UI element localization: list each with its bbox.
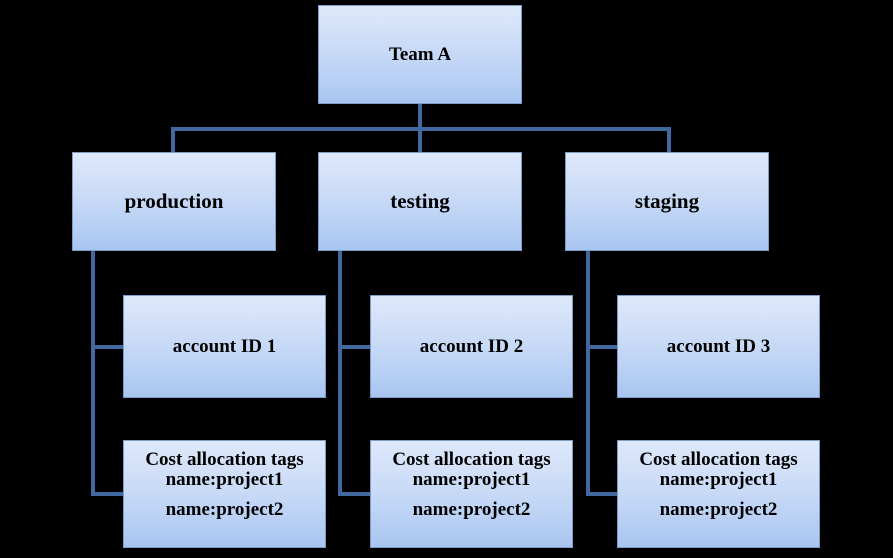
connector-spine-testing <box>338 249 342 496</box>
tags-1-heading: Cost allocation tags <box>145 449 304 470</box>
node-team-a[interactable]: Team A <box>318 5 522 104</box>
node-account-1[interactable]: account ID 1 <box>123 295 326 398</box>
tags-1-tag-1: name:project1 <box>165 469 284 490</box>
node-environment-staging[interactable]: staging <box>565 152 769 251</box>
tags-3-tag-2: name:project2 <box>659 499 778 520</box>
connector-spine-production <box>91 249 95 496</box>
tags-3-heading: Cost allocation tags <box>639 449 798 470</box>
node-account-3[interactable]: account ID 3 <box>617 295 820 398</box>
node-account-2-label: account ID 2 <box>419 336 524 357</box>
node-environment-testing[interactable]: testing <box>318 152 522 251</box>
tags-2-heading: Cost allocation tags <box>392 449 551 470</box>
tags-2-tag-1: name:project1 <box>412 469 531 490</box>
connector-stub-tags-2 <box>338 492 371 496</box>
connector-stub-account-1 <box>91 345 124 349</box>
node-team-a-label: Team A <box>388 44 452 65</box>
node-environment-staging-label: staging <box>634 189 700 213</box>
connector-stub-account-2 <box>338 345 371 349</box>
node-cost-allocation-tags-1[interactable]: Cost allocation tags name:project1 name:… <box>123 440 326 548</box>
connector-drop-testing <box>418 127 422 153</box>
tags-3-tag-1: name:project1 <box>659 469 778 490</box>
node-account-3-label: account ID 3 <box>666 336 771 357</box>
node-environment-testing-label: testing <box>390 189 450 213</box>
connector-root-stem <box>418 103 422 131</box>
connector-stub-tags-3 <box>586 492 619 496</box>
node-account-2[interactable]: account ID 2 <box>370 295 573 398</box>
node-environment-production-label: production <box>124 189 224 213</box>
connector-stub-account-3 <box>586 345 619 349</box>
connector-drop-production <box>171 127 175 153</box>
connector-drop-staging <box>667 127 671 153</box>
node-account-1-label: account ID 1 <box>172 336 277 357</box>
node-environment-production[interactable]: production <box>72 152 276 251</box>
connector-spine-staging <box>586 249 590 496</box>
connector-stub-tags-1 <box>91 492 124 496</box>
tags-2-tag-2: name:project2 <box>412 499 531 520</box>
tags-1-tag-2: name:project2 <box>165 499 284 520</box>
node-cost-allocation-tags-2[interactable]: Cost allocation tags name:project1 name:… <box>370 440 573 548</box>
node-cost-allocation-tags-3[interactable]: Cost allocation tags name:project1 name:… <box>617 440 820 548</box>
